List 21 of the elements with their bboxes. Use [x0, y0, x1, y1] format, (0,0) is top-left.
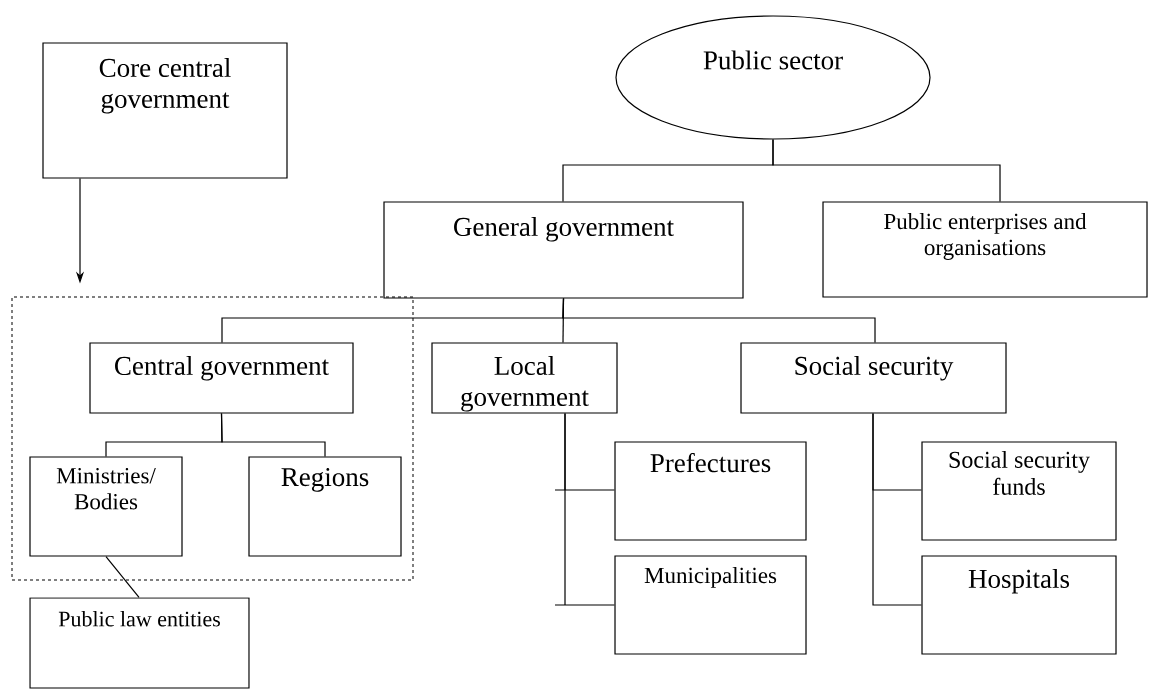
org-box: General government — [383, 201, 744, 299]
org-box: Social security funds — [921, 441, 1117, 541]
org-box: Municipalities — [614, 555, 807, 655]
org-box: Social security — [740, 342, 1007, 414]
org-box: Public law entities — [29, 597, 250, 689]
connector-line — [554, 413, 615, 606]
connector-line — [872, 413, 922, 606]
connector-line — [105, 556, 140, 598]
connector-line — [562, 298, 876, 343]
dashed-boundary — [11, 296, 414, 581]
org-box: Prefectures — [614, 441, 807, 541]
org-box: Public enterprises and organisations — [822, 201, 1148, 298]
org-box: Local government — [431, 342, 618, 414]
connector-line — [220, 413, 326, 457]
org-box: Ministries/ Bodies — [29, 456, 183, 557]
org-box: Core central government — [42, 42, 288, 179]
org-box: Regions — [248, 456, 402, 557]
connector-line — [772, 139, 1001, 202]
org-box: Central government — [89, 342, 354, 414]
ellipse-node: Public sector — [615, 15, 931, 140]
org-box: Hospitals — [921, 555, 1117, 655]
